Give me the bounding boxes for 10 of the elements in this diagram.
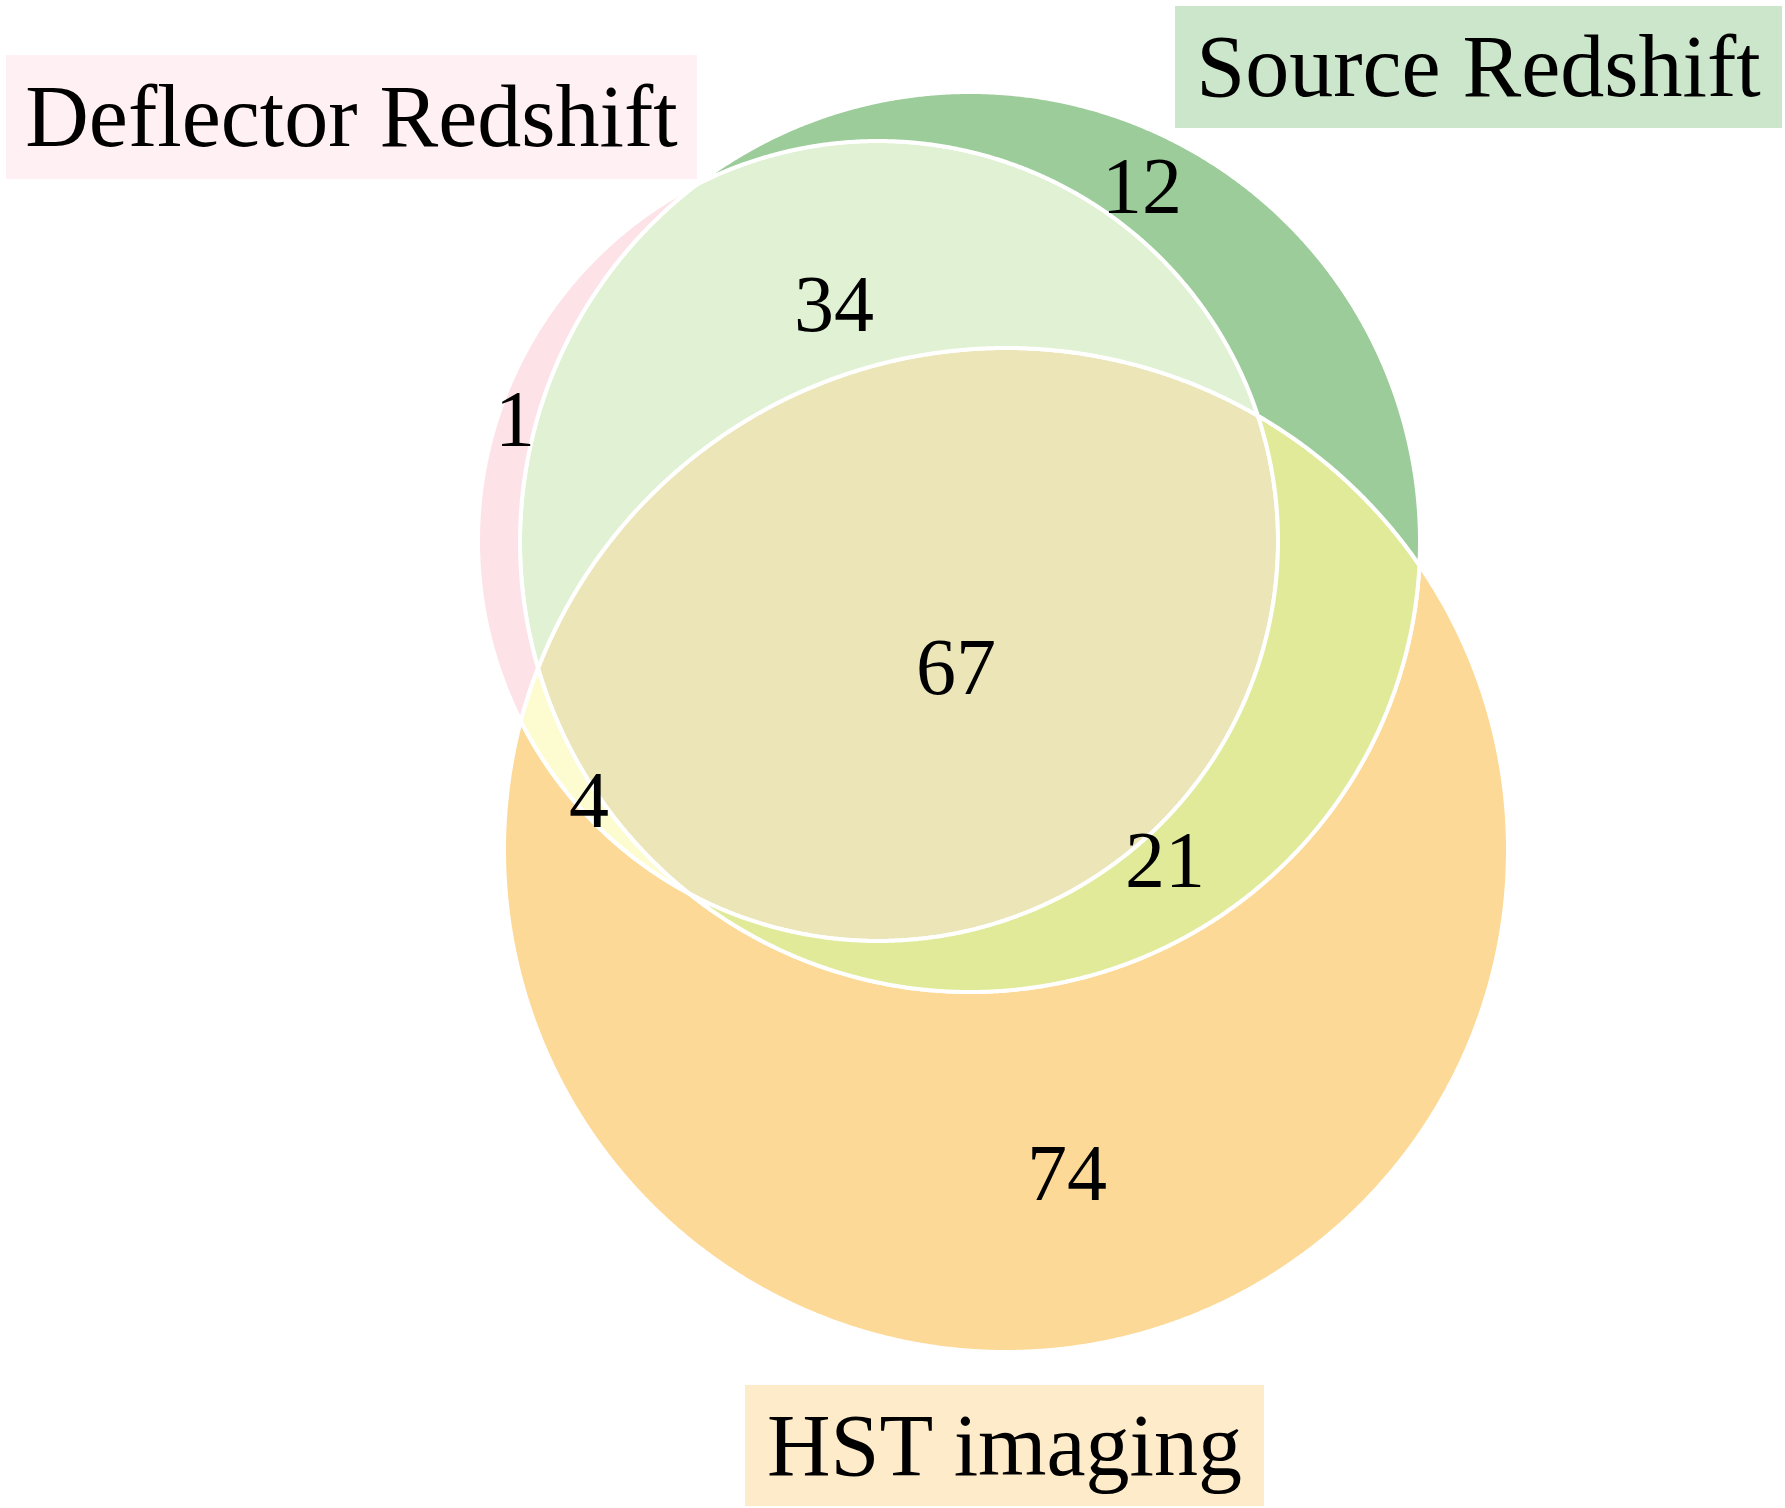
region-count: 67	[916, 627, 996, 707]
set-label: HST imaging	[745, 1385, 1264, 1506]
region-count: 21	[1125, 820, 1205, 900]
region-count: 74	[1027, 1133, 1107, 1213]
set-label: Source Redshift	[1175, 6, 1782, 128]
region-count: 34	[794, 264, 874, 344]
region-count: 1	[495, 379, 535, 459]
region-count: 4	[569, 760, 609, 840]
region-count: 12	[1102, 146, 1182, 226]
set-label: Deflector Redshift	[6, 55, 697, 179]
